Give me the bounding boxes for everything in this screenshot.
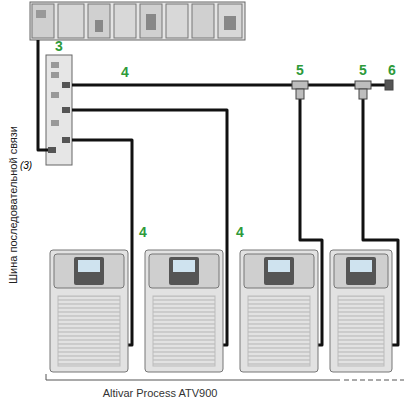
plc-rack xyxy=(30,2,245,40)
callout-number: 4 xyxy=(139,225,147,239)
note-label: (3) xyxy=(20,161,32,171)
ethernet-switch xyxy=(46,55,72,165)
callout-number: 4 xyxy=(121,65,129,79)
bracket xyxy=(46,374,404,380)
callout-number: 4 xyxy=(236,225,244,239)
connectors xyxy=(292,80,393,99)
drives xyxy=(50,250,392,372)
callout-number: 6 xyxy=(388,63,396,77)
bus-label: Шина последовательной связи xyxy=(8,126,19,284)
callout-number: 5 xyxy=(296,63,304,77)
callout-number: 3 xyxy=(55,39,63,53)
caption-label: Altivar Process ATV900 xyxy=(103,388,218,399)
callout-number: 5 xyxy=(359,63,367,77)
